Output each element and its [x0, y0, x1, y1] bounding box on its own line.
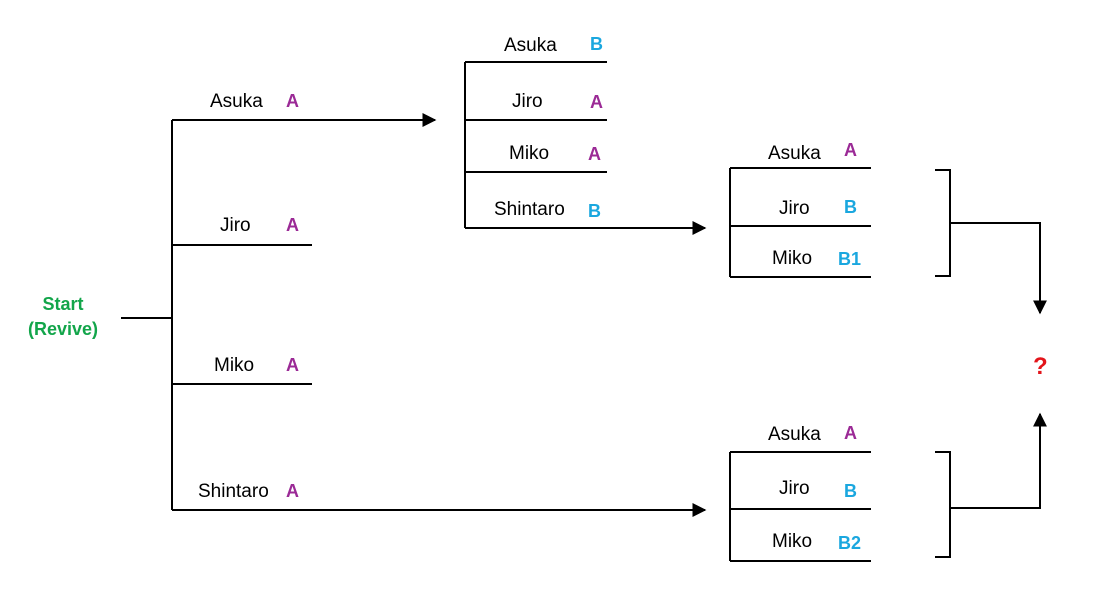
l3top-miko-tag: B1 [838, 249, 862, 269]
l1-asuka-name: Asuka [210, 91, 263, 112]
l3bot-asuka-tag: A [844, 423, 857, 443]
result-question-mark: ? [1033, 353, 1048, 380]
l3bot-asuka-name: Asuka [768, 424, 821, 445]
l1-shintaro-name: Shintaro [198, 481, 269, 502]
l1-jiro-name: Jiro [220, 215, 251, 236]
l2-asuka-name: Asuka [504, 35, 557, 56]
l1-jiro-tag: A [286, 215, 299, 235]
l2-jiro-name: Jiro [512, 91, 543, 112]
l2-shintaro-name: Shintaro [494, 199, 565, 220]
l3bot-bracket [935, 451, 951, 558]
l3top-asuka-tag: A [844, 140, 857, 160]
l3top-bracket [935, 169, 951, 277]
l2-miko-name: Miko [509, 143, 550, 164]
start-line1: Start [42, 294, 84, 314]
l1-asuka-tag: A [286, 91, 299, 111]
l3top-miko-name: Miko [772, 248, 813, 269]
l1-miko-tag: A [286, 355, 299, 375]
l2-jiro-tag: A [590, 92, 603, 112]
l3bot-jiro-name: Jiro [779, 478, 810, 499]
l3bot-miko-name: Miko [772, 531, 813, 552]
l2-shintaro-tag: B [588, 201, 601, 221]
l2-asuka-tag: B [590, 34, 603, 54]
l2-miko-tag: A [588, 144, 601, 164]
l3top-asuka-name: Asuka [768, 143, 821, 164]
start-label: Start (Revive) [20, 292, 106, 342]
l1-miko-name: Miko [214, 355, 255, 376]
l3top-result-arrow [950, 222, 1047, 315]
start-line2: (Revive) [27, 319, 99, 339]
l3top-jiro-tag: B [844, 197, 857, 217]
l3bot-jiro-tag: B [844, 481, 857, 501]
l3bot-miko-tag: B2 [838, 533, 862, 553]
l3bot-result-arrow [950, 412, 1047, 509]
l1-shintaro-tag: A [286, 481, 299, 501]
l3top-jiro-name: Jiro [779, 198, 810, 219]
